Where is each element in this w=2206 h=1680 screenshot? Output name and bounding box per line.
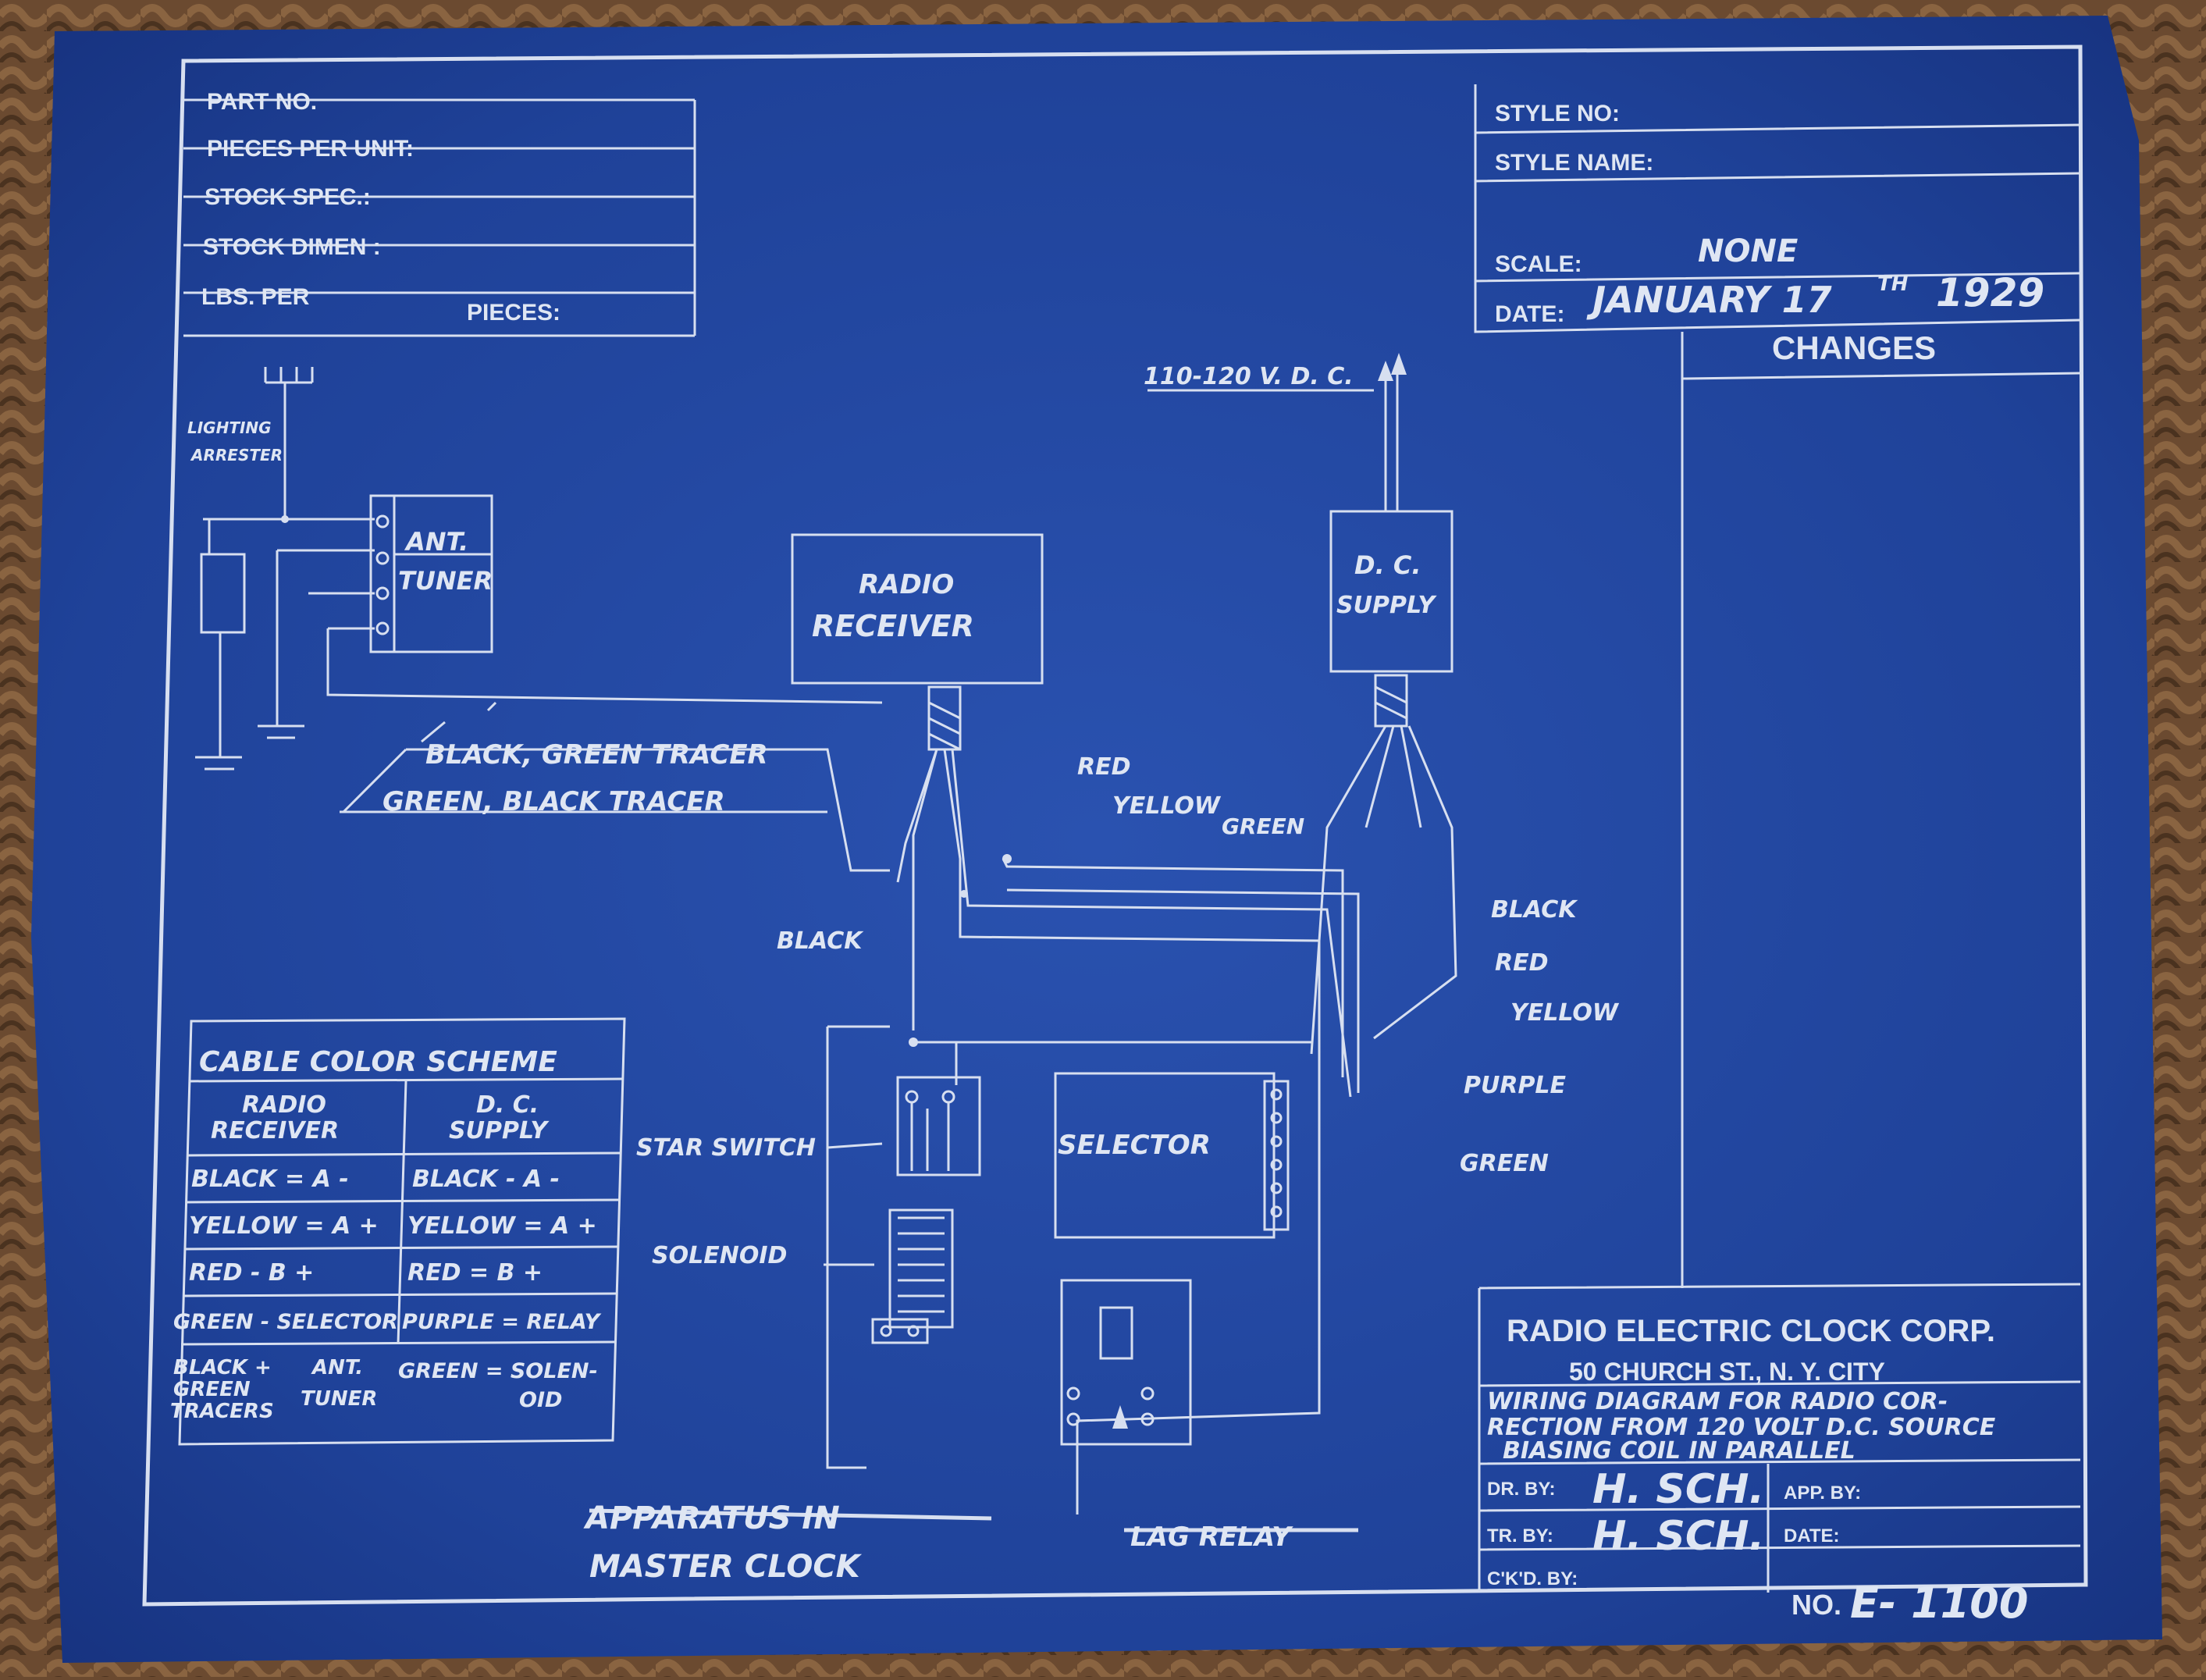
scheme-row-4-right: PURPLE = RELAY xyxy=(402,1310,602,1334)
pieces-label: PIECES: xyxy=(467,300,560,326)
col-radio-receiver-1: RADIO xyxy=(242,1091,326,1119)
selector-box: SELECTOR xyxy=(1054,1072,1290,1239)
date-year: 1929 xyxy=(1936,270,2044,315)
scheme-row-2-right: YELLOW = A + xyxy=(407,1212,597,1240)
wire-label-yellow: YELLOW xyxy=(1112,792,1222,820)
scheme-row-3-right: RED = B + xyxy=(407,1259,543,1287)
star-switch: STAR SWITCH xyxy=(636,1076,981,1176)
title-block: PART NO. PIECES PER UNIT: STOCK SPEC.: S… xyxy=(183,89,696,337)
solenoid-label: SOLENOID xyxy=(652,1242,787,1269)
ckd-by-label: C'K'D. BY: xyxy=(1487,1568,1578,1589)
stock-spec-label: STOCK SPEC.: xyxy=(205,184,371,210)
app-by-label: APP. BY: xyxy=(1784,1482,1861,1504)
lag-relay: LAG RELAY xyxy=(1060,1279,1293,1553)
tr-by-label: TR. BY: xyxy=(1487,1525,1553,1547)
scheme-row-1-left: BLACK = A - xyxy=(191,1166,349,1193)
paper xyxy=(31,16,2162,1663)
scheme-last-right-1: GREEN = SOLEN- xyxy=(398,1359,598,1383)
scheme-row-4-left: GREEN - SELECTOR xyxy=(173,1310,398,1334)
lighting-arrester-label-1: LIGHTING xyxy=(187,418,272,437)
scheme-last-mid-2: TUNER xyxy=(301,1387,377,1411)
antenna-section: LIGHTING ARRESTER xyxy=(187,367,883,771)
supply-voltage-label: 110-120 V. D. C. xyxy=(1144,363,1354,390)
star-switch-label: STAR SWITCH xyxy=(636,1134,816,1162)
radio-receiver-box: RADIO RECEIVER xyxy=(791,533,1044,751)
date-label-bottom: DATE: xyxy=(1784,1525,1840,1547)
date-suffix: TH xyxy=(1877,272,1909,296)
changes-heading: CHANGES xyxy=(1772,329,1936,366)
company-address: 50 CHURCH ST., N. Y. CITY xyxy=(1569,1358,1885,1386)
scheme-last-mid-1: ANT. xyxy=(311,1356,363,1379)
scheme-row-3-left: RED - B + xyxy=(189,1259,314,1287)
radio-receiver-label-2: RECEIVER xyxy=(812,609,974,643)
col-radio-receiver-2: RECEIVER xyxy=(211,1117,339,1144)
company-block: RADIO ELECTRIC CLOCK CORP. 50 CHURCH ST.… xyxy=(1478,1283,2081,1628)
part-no-label: PART NO. xyxy=(207,89,317,115)
solenoid: SOLENOID xyxy=(652,1208,954,1344)
scale-label: SCALE: xyxy=(1495,251,1582,277)
tr-by-signature: H. SCH. xyxy=(1592,1513,1764,1560)
dc-supply-label-1: D. C. xyxy=(1354,550,1421,580)
stock-dimen-label: STOCK DIMEN : xyxy=(203,234,381,260)
wire-label-black-green: BLACK, GREEN TRACER xyxy=(425,739,768,771)
col-dc-supply-2: SUPPLY xyxy=(449,1117,550,1144)
lighting-arrester-label-2: ARRESTER xyxy=(190,446,283,464)
company-name: RADIO ELECTRIC CLOCK CORP. xyxy=(1507,1314,1995,1348)
dr-by-label: DR. BY: xyxy=(1487,1479,1556,1500)
cable-scheme-title: CABLE COLOR SCHEME xyxy=(199,1046,557,1078)
apparatus-label-1: APPARATUS IN xyxy=(583,1500,840,1536)
wiring xyxy=(896,725,1457,1098)
drawing-no-label: NO. xyxy=(1791,1589,1841,1621)
desc-line-2: RECTION FROM 120 VOLT D.C. SOURCE xyxy=(1487,1414,1996,1441)
wire-label-green-black: GREEN, BLACK TRACER xyxy=(382,786,725,817)
scale-value: NONE xyxy=(1698,233,1798,269)
wire-label-yellow-right: YELLOW xyxy=(1510,999,1620,1027)
wire-label-green-right: GREEN xyxy=(1460,1150,1549,1177)
selector-label: SELECTOR xyxy=(1058,1130,1211,1161)
ant-tuner-label-2: TUNER xyxy=(398,566,493,596)
scheme-row-2-left: YELLOW = A + xyxy=(189,1212,379,1240)
desc-line-1: WIRING DIAGRAM FOR RADIO COR- xyxy=(1487,1388,1948,1415)
master-clock-enclosure xyxy=(589,1025,1358,1532)
style-block: STYLE NO: STYLE NAME: SCALE: NONE DATE: … xyxy=(1474,84,2081,1288)
scheme-last-left-3: TRACERS xyxy=(170,1400,274,1423)
wire-labels: BLACK, GREEN TRACER GREEN, BLACK TRACER … xyxy=(340,701,1620,1177)
radio-receiver-label-1: RADIO xyxy=(859,569,954,600)
wire-label-red-right: RED xyxy=(1495,949,1549,977)
dc-supply-box: D. C. SUPPLY 110-120 V. D. C. xyxy=(1144,353,1453,728)
apparatus-label-2: MASTER CLOCK xyxy=(589,1549,863,1585)
scheme-last-left-2: GREEN xyxy=(173,1378,251,1401)
dr-by-signature: H. SCH. xyxy=(1592,1466,1764,1513)
lbs-per-label: LBS. PER xyxy=(201,284,310,310)
drawing-no-value: E- 1100 xyxy=(1850,1579,2028,1628)
date-label: DATE: xyxy=(1495,301,1564,327)
ant-tuner-label-1: ANT. xyxy=(404,527,468,557)
wire-label-red: RED xyxy=(1077,753,1131,781)
date-value: JANUARY 17 xyxy=(1586,279,1832,321)
wire-label-green: GREEN xyxy=(1222,813,1304,839)
wire-label-black-right: BLACK xyxy=(1491,896,1578,924)
scheme-last-right-2: OID xyxy=(519,1388,562,1412)
desc-line-3: BIASING COIL IN PARALLEL xyxy=(1503,1437,1856,1465)
sheet-border xyxy=(142,44,2088,1607)
wire-label-black: BLACK xyxy=(777,927,864,955)
wire-label-purple-right: PURPLE xyxy=(1464,1072,1567,1099)
col-dc-supply-1: D. C. xyxy=(476,1091,539,1119)
pieces-per-unit-label: PIECES PER UNIT: xyxy=(207,136,414,162)
style-name-label: STYLE NAME: xyxy=(1495,150,1653,176)
scheme-row-1-right: BLACK - A - xyxy=(412,1166,560,1193)
scheme-last-left-1: BLACK + xyxy=(173,1356,272,1379)
lag-relay-label: LAG RELAY xyxy=(1130,1522,1293,1553)
style-no-label: STYLE NO: xyxy=(1495,101,1620,126)
ant-tuner-box: ANT. TUNER xyxy=(369,494,493,653)
dc-supply-label-2: SUPPLY xyxy=(1336,592,1437,619)
cable-color-scheme-table: CABLE COLOR SCHEME RADIO RECEIVER D. C. … xyxy=(170,1017,626,1446)
